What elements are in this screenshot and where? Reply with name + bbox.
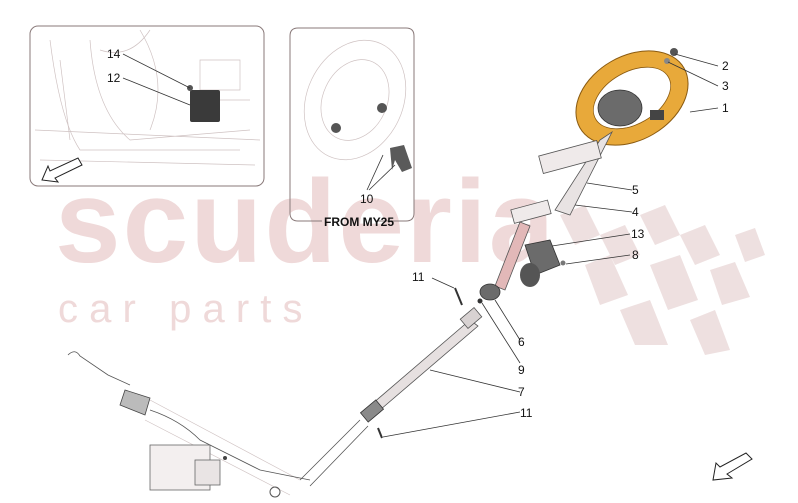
joint-6-shape bbox=[479, 283, 501, 301]
label-10: 10 bbox=[360, 192, 374, 206]
callout-3: 3 bbox=[722, 79, 729, 93]
watermark-main: scuderia bbox=[55, 156, 556, 288]
callout-1: 1 bbox=[722, 101, 729, 115]
callout-9: 9 bbox=[518, 363, 525, 377]
direction-arrow-icon bbox=[41, 157, 83, 183]
callout-8: 8 bbox=[632, 248, 639, 262]
callout-13: 13 bbox=[631, 227, 645, 241]
label-14: 14 bbox=[107, 47, 121, 61]
steering-wheel bbox=[575, 48, 689, 146]
label-12: 12 bbox=[107, 71, 121, 85]
inset-caption: FROM MY25 bbox=[324, 215, 394, 229]
module-12-shape bbox=[190, 90, 220, 122]
callout-11-lower: 11 bbox=[520, 406, 533, 420]
watermark-flag bbox=[560, 205, 765, 355]
steering-column bbox=[477, 130, 614, 304]
inset-from-my25: 10 FROM MY25 bbox=[289, 27, 415, 229]
direction-arrow-icon bbox=[712, 452, 753, 481]
clip-10-shape bbox=[390, 145, 412, 172]
intermediate-shaft bbox=[299, 287, 483, 487]
steering-rack bbox=[67, 351, 311, 498]
callout-11-upper: 11 bbox=[412, 270, 425, 284]
callouts: 2 3 1 5 4 13 8 11 6 9 7 11 bbox=[382, 53, 729, 438]
inset-left: 14 12 bbox=[29, 25, 265, 187]
watermark-sub: c a r p a r t s bbox=[58, 287, 303, 331]
callout-2: 2 bbox=[722, 59, 729, 73]
callout-6: 6 bbox=[518, 335, 525, 349]
callout-5: 5 bbox=[632, 183, 639, 197]
callout-4: 4 bbox=[632, 205, 639, 219]
callout-7: 7 bbox=[518, 385, 525, 399]
